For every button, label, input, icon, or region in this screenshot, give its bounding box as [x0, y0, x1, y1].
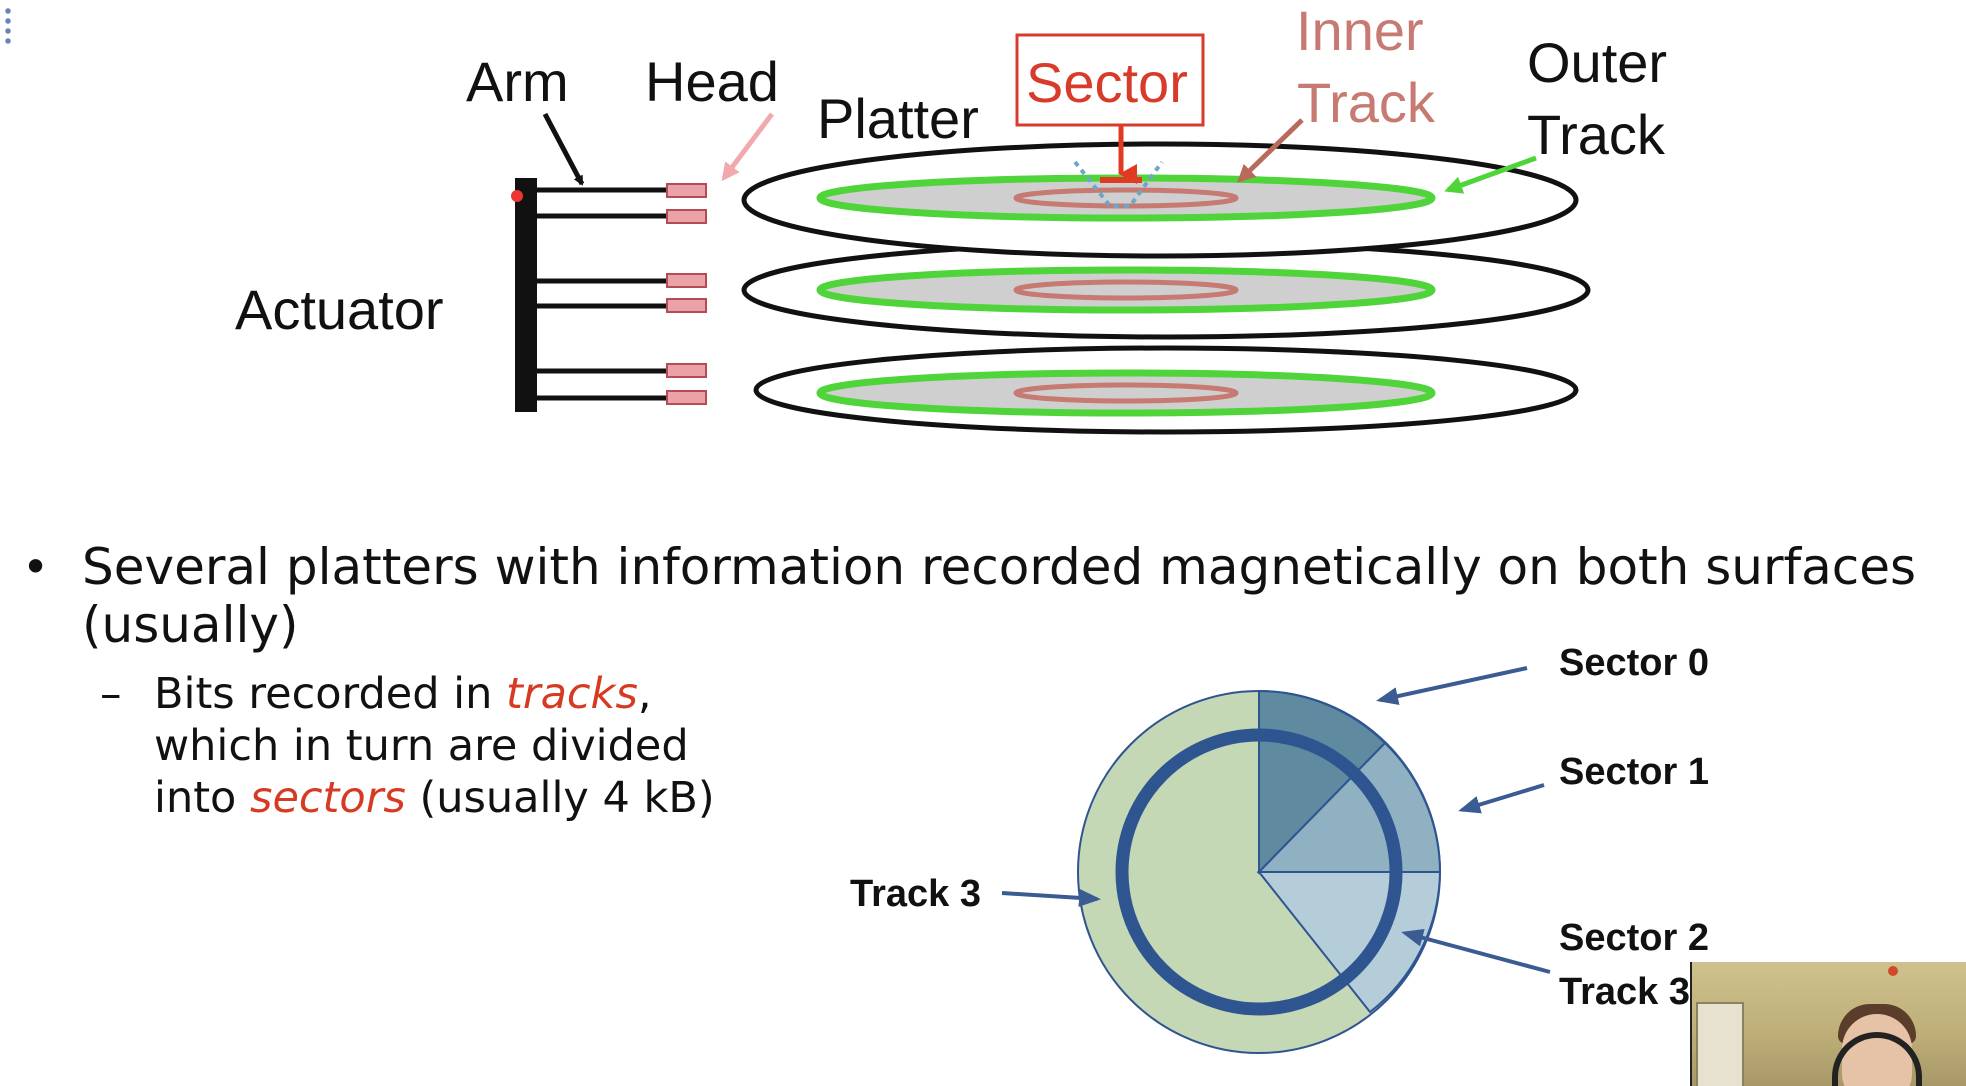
bullet-main: • Several platters with information reco…: [22, 538, 1962, 654]
sector-0-arrow: [1376, 666, 1528, 705]
head-label: Head: [645, 50, 779, 113]
actuator-label: Actuator: [235, 278, 444, 341]
bullet-sub: – Bits recorded in tracks, which in turn…: [100, 668, 800, 824]
sub-line2: which in turn are divided: [154, 721, 689, 771]
track-3-label-right: Track 3: [1559, 971, 1690, 1013]
inner-track-label-line2: Track: [1297, 71, 1436, 134]
sub-line3: into sectors (usually 4 kB): [154, 772, 800, 824]
sub-em-tracks: tracks: [506, 669, 638, 719]
webcam-door: [1696, 1002, 1744, 1086]
track-3-label-left: Track 3: [850, 873, 981, 915]
inner-track-arrow: [1237, 118, 1304, 183]
disk-diagram: Arm Head Platter Sector Inner Track Oute…: [235, 0, 1667, 435]
outer-track-label-line1: Outer: [1527, 31, 1667, 94]
platter-3: [753, 345, 1579, 435]
outer-track-label-line2: Track: [1527, 103, 1666, 166]
head-arrow: [721, 112, 774, 182]
sub-em-sectors: sectors: [250, 773, 406, 823]
sector-2-arrow: [1401, 928, 1551, 974]
sub-text-2: ,: [637, 669, 652, 719]
menu-dots-icon[interactable]: [4, 6, 12, 46]
platter-label: Platter: [817, 87, 979, 150]
sector-0-label: Sector 0: [1559, 642, 1709, 684]
heads: [666, 183, 707, 405]
sub-dash: –: [100, 669, 122, 719]
arms: [537, 187, 668, 401]
webcam-overlay: [1690, 962, 1966, 1086]
sector-1-label: Sector 1: [1559, 751, 1709, 793]
bullet-main-line2: (usually): [82, 596, 299, 654]
arm-label: Arm: [466, 50, 569, 113]
arm-arrow: [542, 112, 585, 186]
sector-label: Sector: [1026, 51, 1188, 114]
sector-wedge-outline: [1073, 160, 1164, 208]
bullet-dot-icon: •: [22, 540, 50, 594]
sub-text-1: Bits recorded in: [154, 669, 507, 719]
track-3-arrow: [1001, 888, 1101, 907]
sub-line1: Bits recorded in tracks,: [154, 668, 800, 720]
actuator-pivot-icon: [511, 190, 523, 202]
sector-1-arrow: [1458, 783, 1545, 814]
sector-label-box: [1015, 33, 1205, 127]
webcam-lamp: [1888, 966, 1898, 976]
inner-track-label-line1: Inner: [1296, 0, 1424, 62]
sector-2-label: Sector 2: [1559, 917, 1709, 959]
sub-text-3: into: [154, 773, 251, 823]
sub-text-4: (usually 4 kB): [405, 773, 715, 823]
outer-track-arrow: [1444, 155, 1537, 194]
actuator-shaft: [515, 178, 537, 412]
bullet-main-line1: Several platters with information record…: [82, 538, 1917, 596]
track-3-ring: [1115, 728, 1403, 1016]
